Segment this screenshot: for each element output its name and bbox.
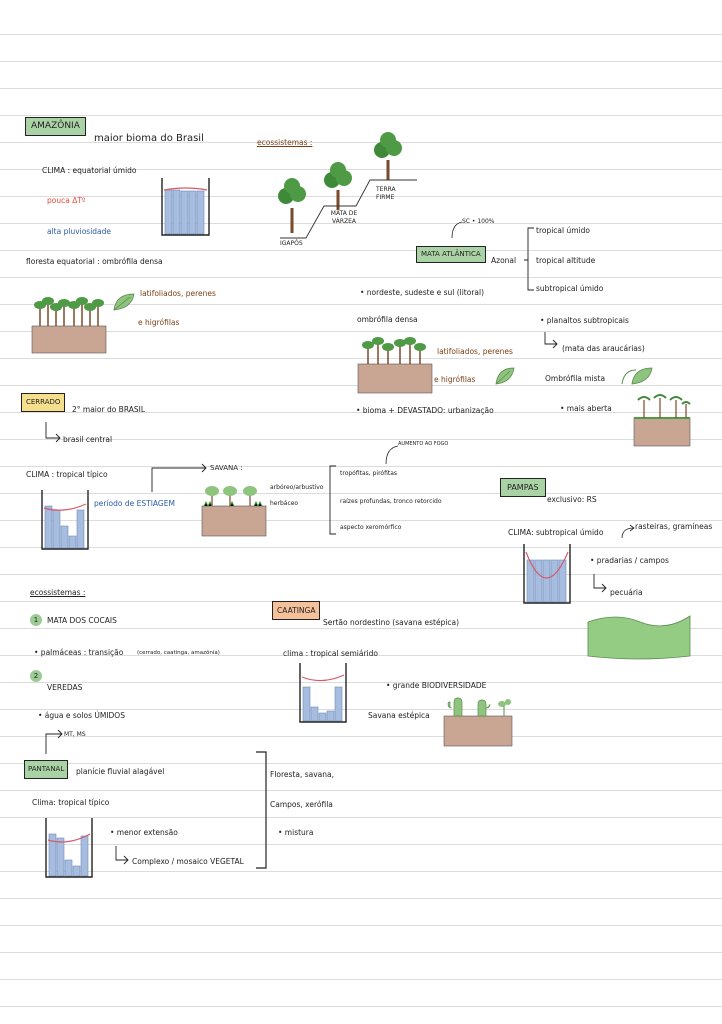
cerrado-climate-chart	[41, 490, 89, 550]
mata-varzea-label: MATA DE VÁRZEA	[330, 210, 358, 225]
amazonia-climate-chart	[161, 178, 210, 236]
amazonia-forest-illustration	[31, 297, 107, 354]
pantanal-mistura: • mistura	[278, 828, 314, 837]
pampas-rasteiras: rasteiras, gramíneas	[635, 522, 713, 531]
atlantica-note-arrow	[451, 221, 463, 239]
caatinga-savana: Savana estépica	[368, 711, 430, 720]
cerrado-aumento-fogo: AUMENTO AO FOGO	[398, 441, 449, 447]
atlantica-latifoliados: latifoliados, perenes	[437, 347, 513, 356]
cerrado-arboreo: arbóreo/arbustivo	[270, 484, 324, 491]
pampas-climate-chart	[523, 544, 571, 604]
cerrado-veredas: VEREDAS	[47, 683, 83, 692]
amazonia-higrofilas: e higrófilas	[138, 318, 180, 327]
caatinga-biodiversidade: • grande BIODIVERSIDADE	[386, 681, 487, 690]
amazonia-latifoliados: latifoliados, perenes	[140, 289, 216, 298]
cerrado-estiagem: período de ESTIAGEM	[94, 499, 175, 508]
cerrado-savana-arrow	[151, 463, 207, 492]
pantanal-menor-extensao: • menor extensão	[110, 828, 178, 837]
amazonia-label: AMAZÔNIA	[25, 117, 86, 136]
araucaria-illustration	[633, 394, 691, 447]
cerrado-mata-cocais: MATA DOS COCAIS	[47, 616, 117, 625]
number-badge-2: 2	[30, 670, 42, 682]
cerrado-arrow	[45, 422, 61, 443]
atlantica-mais-aberta: • mais aberta	[560, 404, 612, 413]
atlantica-azonal: Azonal	[491, 256, 517, 265]
pampas-exclusivo: exclusivo: RS	[547, 495, 597, 504]
atlantica-ombrofila-mista: Ombrófila mista	[545, 374, 606, 383]
atlantica-devastado: • bioma + DEVASTADO: urbanização	[356, 406, 494, 415]
cerrado-fogo-arrow	[385, 445, 399, 465]
pampas-pecuaria: pecuária	[610, 588, 643, 597]
cerrado-bracket	[329, 465, 336, 535]
pantanal-arrow	[45, 729, 63, 754]
caatinga-sertao: Sertão nordestino (savana estépica)	[323, 618, 460, 627]
atlantica-tropical-altitude: tropical altitude	[536, 256, 596, 265]
pampas-pradarias: • pradarias / campos	[590, 556, 669, 565]
cerrado-raizes: raízes profundas, tronco retorcido	[340, 498, 442, 505]
savana-illustration	[201, 486, 267, 537]
cerrado-aspecto: aspecto xeromórfico	[340, 524, 402, 531]
pantanal-planicie: planície fluvial alagável	[76, 767, 165, 776]
pantanal-floresta: Floresta, savana,	[270, 770, 335, 779]
terra-firme-label: TERRA FIRME	[376, 186, 396, 201]
pantanal-bracket	[256, 751, 267, 869]
cerrado-tropofitas: tropófitas, pirófitas	[340, 470, 398, 477]
amazonia-ecosystems-illustration	[278, 132, 417, 239]
cerrado-clima: CLIMA : tropical típico	[26, 470, 108, 479]
leaf-icon	[495, 367, 515, 385]
cerrado-savana: SAVANA :	[210, 464, 243, 472]
amazonia-ecossistemas-title: ecossistemas :	[257, 138, 313, 147]
atlantica-higrofilas: e higrófilas	[434, 375, 476, 384]
number-badge-1: 1	[30, 614, 42, 626]
cerrado-herbaceo: herbáceo	[270, 500, 299, 507]
amazonia-title: maior bioma do Brasil	[94, 133, 204, 144]
atlantica-label: MATA ATLÂNTICA	[416, 246, 486, 263]
caatinga-clima: clima : tropical semiárido	[283, 649, 378, 658]
pantanal-complexo: Complexo / mosaico VEGETAL	[132, 857, 244, 866]
igapos-label: IGAPÓS	[280, 240, 303, 247]
leaf-icon	[621, 367, 653, 385]
cerrado-palmaceas: • palmáceas : transição	[34, 648, 124, 657]
leaf-icon	[113, 293, 135, 311]
atlantica-araucarias: (mata das araucárias)	[562, 344, 645, 353]
caatinga-label: CAATINGA	[272, 601, 321, 620]
caatinga-climate-chart	[299, 663, 347, 723]
amazonia-clima: CLIMA : equatorial úmido	[42, 166, 137, 175]
cerrado-palmaceas-sub: (cerrado, caatinga, amazônia)	[137, 650, 220, 656]
caatinga-cactus-illustration	[443, 697, 513, 747]
pantanal-mtms: MT, MS	[64, 731, 86, 738]
amazonia-floresta: floresta equatorial : ombrófila densa	[26, 257, 163, 266]
pantanal-climate-chart	[45, 818, 93, 878]
amazonia-pluviosidade: alta pluviosidade	[47, 227, 112, 236]
cerrado-brasil-central: brasil central	[63, 435, 113, 444]
pantanal-clima: Clima: tropical típico	[32, 798, 110, 807]
atlantica-note: SC • 100%	[462, 218, 495, 225]
atlantica-tropical-umido: tropical úmido	[536, 226, 590, 235]
pampas-clima: CLIMA: subtropical úmido	[508, 528, 604, 537]
cerrado-agua: • água e solos ÚMIDOS	[38, 711, 125, 720]
cerrado-label: CERRADO	[21, 393, 66, 412]
atlantica-forest-illustration	[357, 337, 433, 394]
amazonia-pouca-amplitude: pouca ΔTº	[47, 196, 86, 205]
pantanal-arrow-complexo	[115, 846, 129, 865]
atlantica-arrow	[544, 332, 558, 349]
atlantica-subtropical-umido: subtropical úmido	[536, 284, 604, 293]
cerrado-title: 2° maior do BRASIL	[72, 405, 146, 414]
pantanal-campos: Campos, xerófila	[270, 800, 333, 809]
atlantica-planaltos: • planaltos subtropicais	[540, 316, 629, 325]
atlantica-ombrofila-densa: ombrófila densa	[357, 315, 418, 324]
cerrado-ecossistemas-title: ecossistemas :	[30, 588, 86, 597]
pampas-arrow-pecuaria	[593, 574, 607, 593]
pampas-label: PAMPAS	[500, 478, 546, 497]
atlantica-litoral: • nordeste, sudeste e sul (litoral)	[360, 288, 485, 297]
pampas-campo-illustration	[587, 615, 691, 660]
pampas-arrow	[621, 524, 635, 539]
pantanal-label: PANTANAL	[24, 760, 69, 779]
atlantica-bracket	[524, 227, 534, 291]
